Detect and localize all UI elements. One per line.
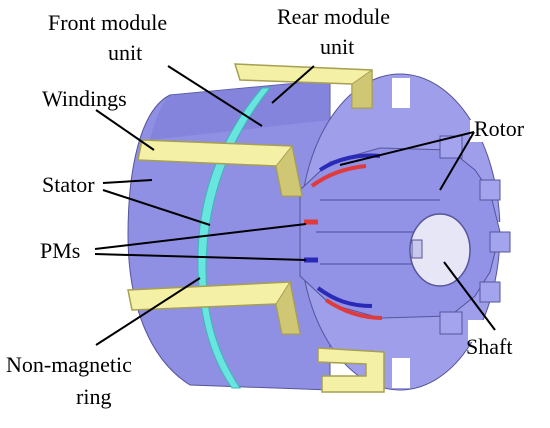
leader-stator-2 [102,189,211,226]
winding-left-edge [275,144,303,197]
winding-top-edge [351,69,373,109]
stator-slot [468,320,488,342]
pm-red-strip [324,298,383,320]
leader-stator-1 [102,179,153,184]
label-front-module-line2: unit [108,40,142,65]
leader-windings [95,109,155,151]
label-stator: Stator [42,172,95,197]
leader-lines [94,65,496,346]
label-windings: Windings [42,86,127,111]
windings [127,63,385,393]
non-magnetic-ring [197,87,272,389]
stator-slot [470,120,490,142]
leader-rotor-2 [439,131,475,191]
label-rotor: Rotor [474,116,525,141]
leader-pms-1 [94,223,307,250]
winding-lower-right [317,347,385,393]
pm-blue-strip [316,286,373,308]
label-rear-module-line1: Rear module [277,4,390,29]
pm-red-strip [310,164,367,188]
label-shaft: Shaft [466,334,512,359]
leader-rotor-1 [339,131,475,166]
labels: Front module unit Rear module unit Windi… [6,4,525,409]
rotor-tooth [439,311,463,335]
shaft-face [409,213,471,287]
leader-ring [95,277,201,346]
leader-pms-2 [94,253,307,261]
stator-slot [392,358,410,388]
shaft-key [411,239,423,259]
shaft [409,213,471,287]
winding-bottom-edge [275,280,301,335]
stator-slot [392,78,410,108]
label-front-module-line1: Front module [48,10,167,35]
leader-front-module [167,65,263,127]
rotor-tooth [439,135,463,159]
leader-rear-module [271,65,315,104]
rotor-tooth [479,179,501,201]
label-rear-module-line2: unit [320,34,354,59]
leader-shaft [443,261,496,331]
rotor-tooth [489,231,511,253]
stator-top-shade [150,80,330,140]
label-pms: PMs [40,238,80,263]
rotor-tooth [479,281,501,303]
label-ring-line1: Non-magnetic [6,352,132,377]
label-ring-line2: ring [76,384,111,409]
